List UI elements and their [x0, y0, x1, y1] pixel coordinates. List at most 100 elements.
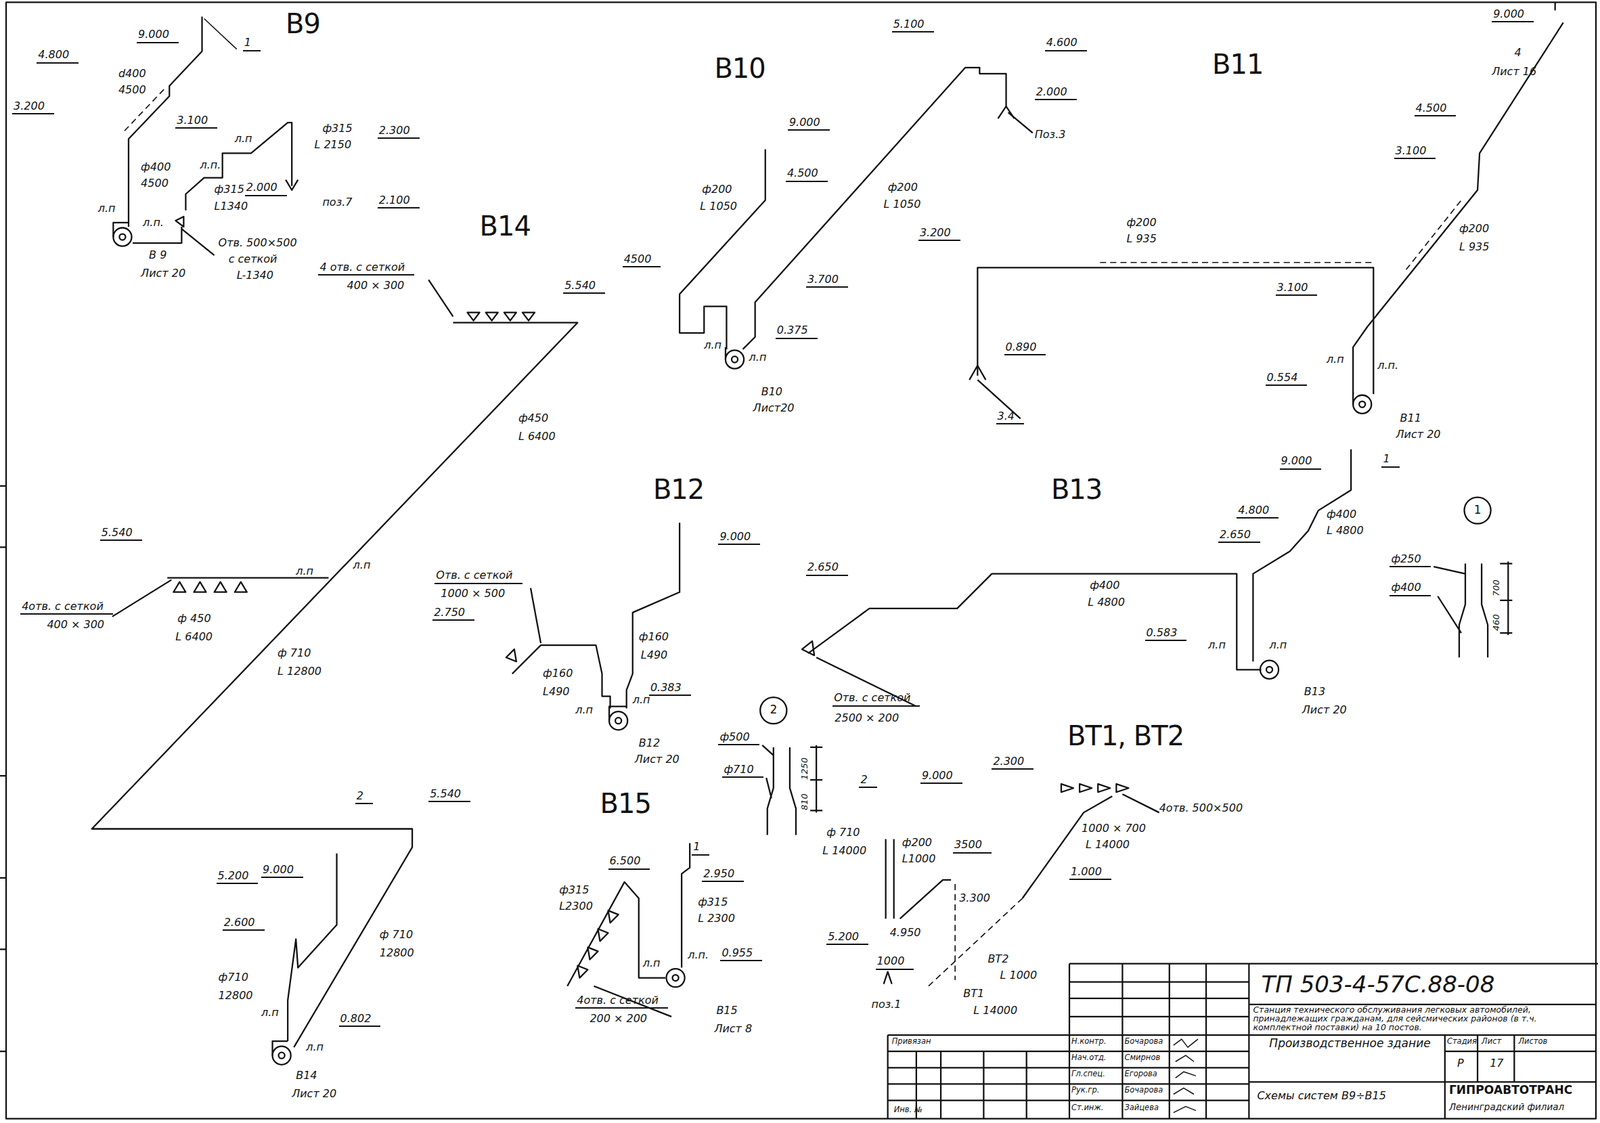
dimension-label: л.п — [749, 351, 767, 364]
duct-line — [883, 971, 893, 985]
fan-symbol — [665, 968, 685, 987]
table-cell: Егорова — [1124, 1069, 1158, 1079]
duct-line — [1099, 261, 1374, 264]
detail-sketch — [1459, 563, 1466, 658]
dimension-label: 1000 × 500 — [440, 587, 505, 600]
dimension-label: 1000 × 700 — [1081, 822, 1146, 835]
detail-sketch — [760, 697, 787, 724]
table-cell: Листов — [1518, 1036, 1548, 1046]
title-block — [1068, 963, 1071, 1119]
title-block — [1168, 963, 1171, 1119]
dimension-label: поз.1 — [871, 998, 902, 1011]
dimension-label: с сеткой — [228, 253, 278, 266]
level-mark: 9.000 — [920, 769, 963, 784]
duct-line — [567, 881, 666, 987]
duct-line — [954, 883, 956, 981]
level-mark: 9.000 — [1491, 8, 1534, 23]
detail-sketch — [815, 745, 817, 813]
level-mark: 2.750 — [432, 606, 475, 621]
dimension-label: В 9 — [148, 249, 167, 262]
level-mark: ф500 — [718, 730, 759, 746]
level-mark: 0.955 — [720, 946, 763, 962]
fan-symbol — [665, 968, 685, 987]
level-mark: ф250 — [1389, 552, 1431, 568]
fan-symbol — [615, 717, 622, 724]
dimension-label: L-1340 — [236, 269, 274, 282]
level-mark: 4 отв. с сеткой — [318, 261, 415, 276]
fan-symbol — [119, 234, 126, 241]
sheet-frame — [6, 2, 1596, 1119]
table-cell: Рук.гр. — [1071, 1085, 1100, 1095]
fan-symbol — [609, 706, 628, 731]
table-cell: Бочарова — [1124, 1036, 1163, 1046]
level-mark: 6.500 — [608, 854, 651, 870]
dimension-label: L490 — [542, 685, 570, 698]
level-mark: 2 — [355, 789, 373, 805]
level-mark: ф400 — [1389, 581, 1431, 596]
sheet-frame — [0, 948, 7, 950]
level-mark: 2.300 — [991, 755, 1034, 770]
level-mark: 9.000 — [1279, 454, 1322, 470]
leader-line — [1008, 112, 1033, 133]
dimension-label: 4500 — [140, 177, 169, 190]
dimension-label: ф200 — [1459, 222, 1490, 235]
dimension-label: ф450 — [518, 412, 549, 425]
dimension-label: Лист 20 — [634, 753, 680, 766]
level-mark: 5.540 — [100, 526, 143, 541]
duct-line — [512, 645, 611, 708]
grille-symbol — [587, 946, 598, 960]
level-mark: 2.000 — [245, 181, 287, 196]
dimension-label: Отв. 500×500 — [218, 236, 298, 250]
dimension-label: Лист20 — [753, 402, 795, 415]
duct-line — [679, 148, 766, 350]
grille-symbol — [1116, 783, 1129, 792]
dimension-label: ф200 — [701, 183, 732, 196]
leader-line — [181, 228, 214, 256]
dimension-label: В10 — [761, 385, 783, 398]
fan-symbol — [672, 974, 679, 981]
table-cell: Нач.отд. — [1071, 1053, 1107, 1062]
dimension-label: 12800 — [218, 989, 254, 1002]
duct-line — [1252, 449, 1351, 662]
duct-line — [900, 879, 951, 919]
dimension-label: Лист 20 — [1396, 428, 1441, 441]
dimension-label: L 935 — [1126, 232, 1157, 246]
dimension-label: л.п — [261, 1006, 279, 1019]
table-cell: 17 — [1489, 1057, 1504, 1070]
level-mark: 0.554 — [1265, 371, 1308, 386]
table-cell: Зайцева — [1124, 1103, 1159, 1113]
level-mark: 4.800 — [36, 48, 79, 63]
title-block — [1248, 963, 1250, 1119]
level-mark: 0.383 — [649, 681, 692, 696]
dimension-label: л.п — [295, 565, 314, 578]
system-heading: В10 — [714, 52, 765, 84]
organization-name: ГИПРОАВТОТРАНС — [1449, 1083, 1573, 1098]
table-cell: Смирнов — [1124, 1053, 1161, 1062]
duct-line — [92, 16, 1564, 1048]
table-cell: Схемы систем В9÷В15 — [1256, 1089, 1386, 1102]
dimension-label: ф 710 — [277, 647, 311, 660]
level-mark: 9.000 — [718, 530, 761, 545]
system-heading: В12 — [653, 473, 704, 505]
dimension-label: L490 — [640, 649, 668, 662]
dimension-label: л.п. — [200, 159, 222, 172]
level-mark: 1 — [691, 840, 710, 855]
dimension-label: ф 710 — [826, 826, 860, 839]
detail-sketch — [1507, 561, 1509, 636]
dimension-label: L 4800 — [1087, 596, 1125, 609]
level-mark: 1000 — [875, 954, 915, 970]
dimension-label: L 935 — [1459, 240, 1490, 254]
table-cell: Ст.инж. — [1071, 1103, 1104, 1113]
dimension-label: L 1000 — [1000, 969, 1038, 982]
dimension-label: В12 — [638, 737, 660, 750]
dimension-label: L1340 — [214, 200, 249, 213]
level-mark: 3.100 — [1394, 144, 1437, 160]
dimension-label: поз.7 — [322, 196, 352, 209]
dimension-label: л.п — [1326, 353, 1345, 366]
level-mark: 9.000 — [261, 863, 304, 878]
dimension-label: L 14000 — [1085, 838, 1130, 851]
dimension-label: ф315 — [559, 883, 589, 897]
dimension-label: L 14000 — [973, 1004, 1018, 1017]
fan-symbol — [272, 1040, 289, 1056]
sheet-frame — [0, 485, 7, 487]
